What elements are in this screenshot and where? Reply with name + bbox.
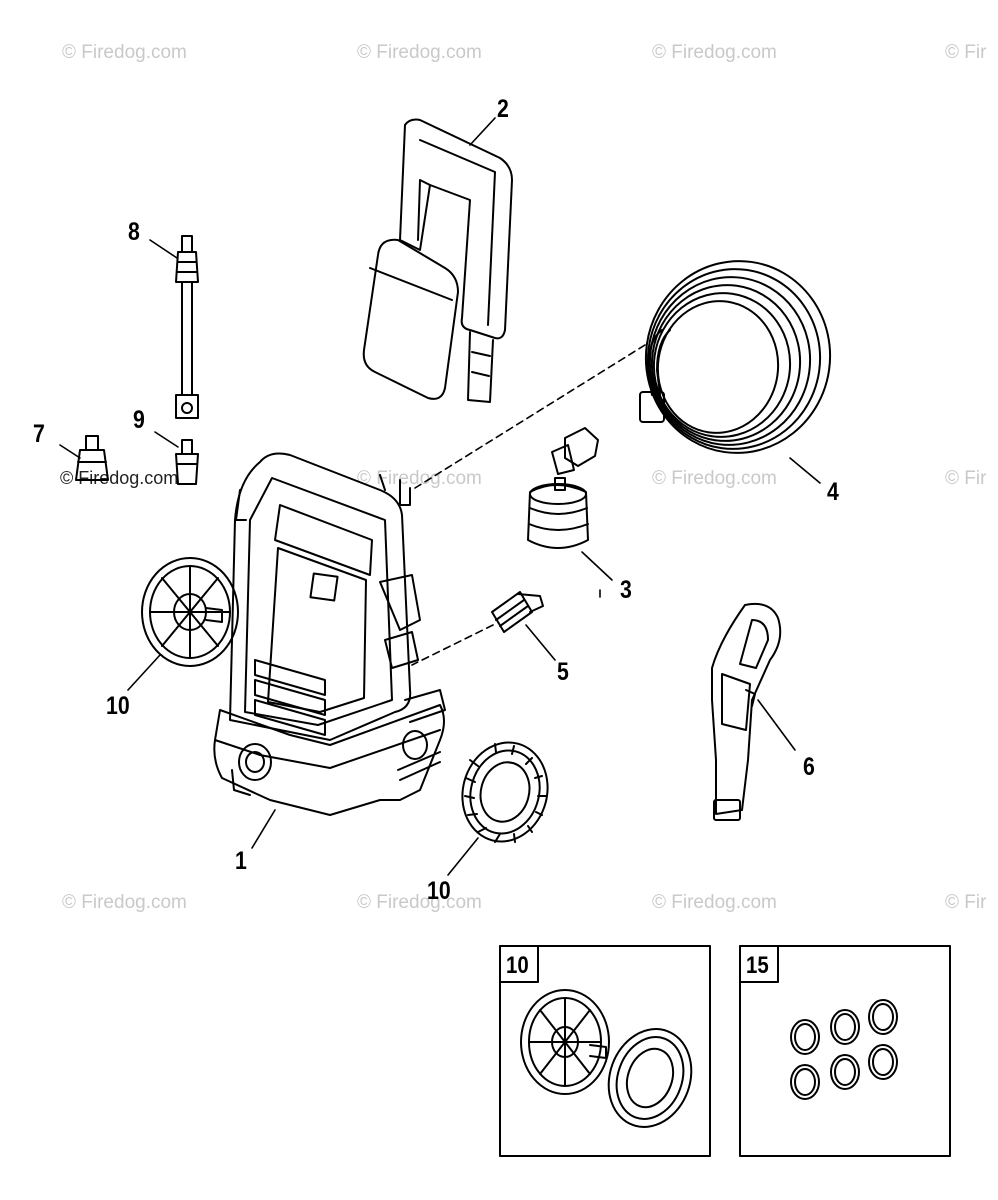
spray-gun-part bbox=[711, 602, 782, 821]
nozzle-part bbox=[175, 439, 199, 485]
watermark-dark: © Firedog.com bbox=[60, 468, 179, 488]
watermark: © Firedog.com bbox=[357, 42, 482, 63]
callout-10-left: 10 bbox=[106, 692, 130, 720]
callout-1: 1 bbox=[235, 847, 247, 875]
main-unit-part bbox=[213, 452, 446, 816]
callout-3: 3 bbox=[620, 576, 632, 604]
watermark-partial: © Fir bbox=[945, 892, 987, 913]
callout-2: 2 bbox=[497, 95, 509, 123]
watermark: © Firedog.com bbox=[357, 468, 482, 489]
wheel-left-part bbox=[141, 557, 239, 667]
callout-9: 9 bbox=[133, 406, 145, 434]
callout-10-right: 10 bbox=[427, 877, 451, 905]
watermark-partial: © Fir bbox=[945, 42, 987, 63]
connector-part bbox=[75, 435, 109, 481]
hose-coil-part bbox=[639, 260, 832, 454]
inset-box-15 bbox=[739, 945, 951, 1157]
inset-label-15: 15 bbox=[746, 952, 769, 979]
detergent-bottle-part bbox=[527, 427, 599, 549]
callout-7: 7 bbox=[33, 420, 45, 448]
callout-5: 5 bbox=[557, 658, 569, 686]
spray-lance-part bbox=[175, 235, 199, 419]
watermark: © Firedog.com bbox=[357, 892, 482, 913]
watermark-partial: © Fir bbox=[945, 468, 987, 489]
leader-lines bbox=[59, 117, 821, 876]
inset-label-10: 10 bbox=[506, 952, 529, 979]
callout-8: 8 bbox=[128, 218, 140, 246]
adapter-part bbox=[491, 591, 544, 633]
watermark: © Firedog.com bbox=[652, 468, 777, 489]
watermark: © Firedog.com bbox=[652, 892, 777, 913]
callout-6: 6 bbox=[803, 753, 815, 781]
carry-handle-part bbox=[362, 118, 513, 403]
wheel-right-part bbox=[461, 741, 549, 843]
watermark: © Firedog.com bbox=[62, 892, 187, 913]
watermark: © Firedog.com bbox=[62, 42, 187, 63]
callout-4: 4 bbox=[827, 478, 839, 506]
watermark: © Firedog.com bbox=[652, 42, 777, 63]
inset-box-10 bbox=[499, 945, 711, 1157]
assembly-dash-lines bbox=[411, 344, 646, 666]
